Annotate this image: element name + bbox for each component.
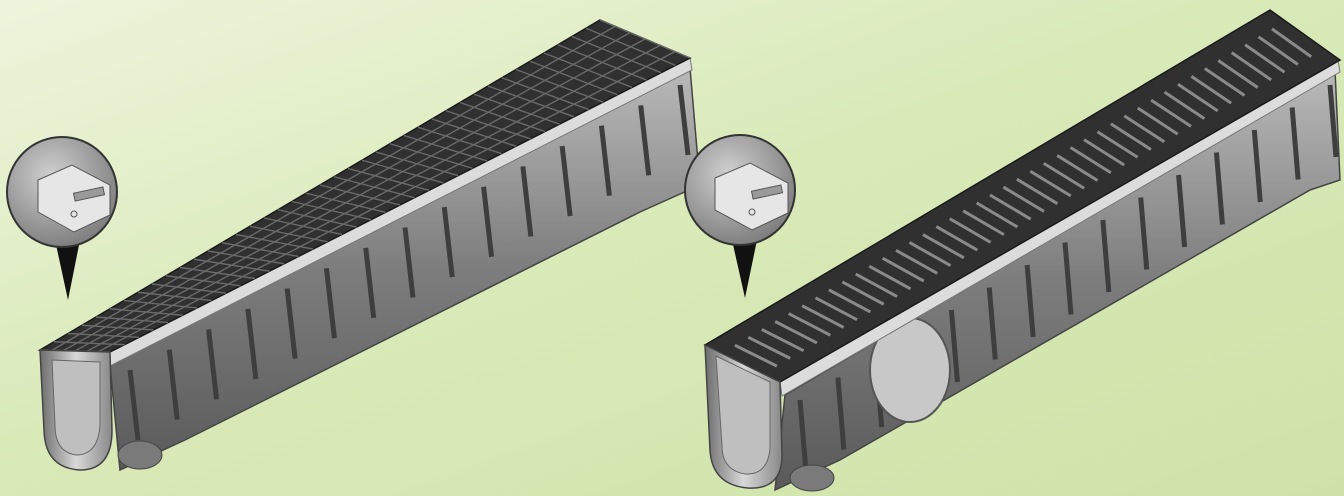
grate-slots bbox=[734, 27, 1313, 368]
outlet-spigot bbox=[789, 464, 835, 492]
channel-rail bbox=[779, 59, 1341, 397]
grate-mesh bbox=[39, 19, 691, 353]
outlet-spigot bbox=[117, 440, 163, 470]
detail-callout-left bbox=[6, 136, 118, 300]
channel-ribs bbox=[127, 84, 691, 441]
drain-channel-mesh-grate bbox=[37, 19, 701, 472]
drain-channel-slot-grate bbox=[703, 9, 1342, 492]
detail-callout-right bbox=[684, 134, 796, 298]
